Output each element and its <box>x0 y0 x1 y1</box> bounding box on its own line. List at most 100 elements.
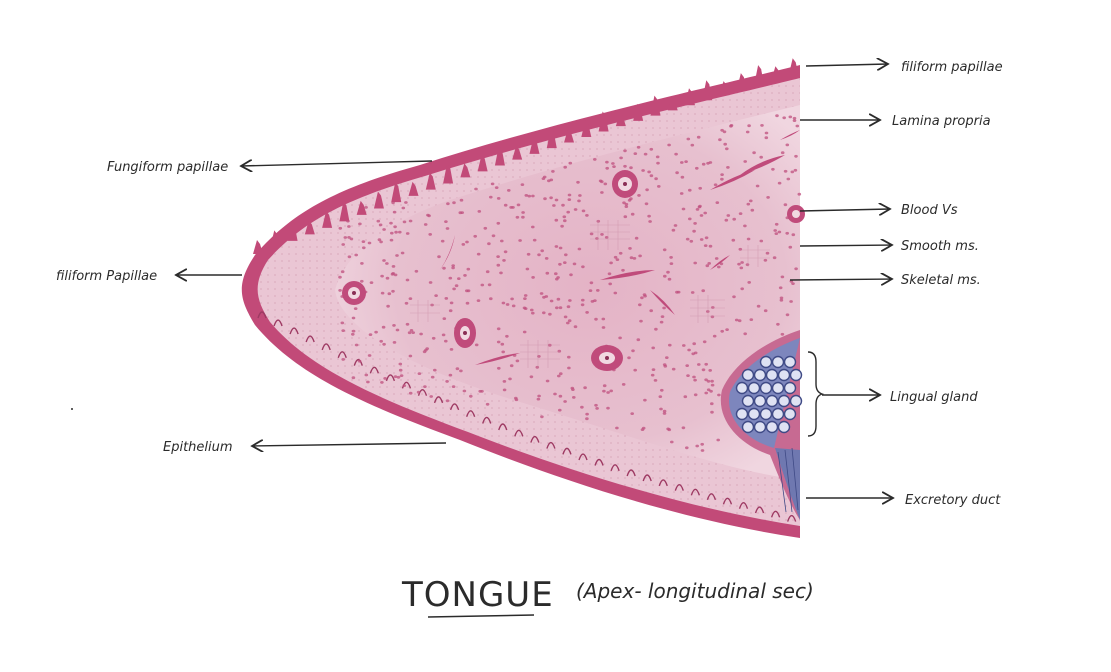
muscle-dot <box>594 317 598 321</box>
muscle-dot <box>396 375 401 379</box>
muscle-dot <box>568 299 572 302</box>
muscle-dot <box>794 154 798 158</box>
muscle-dot <box>745 263 750 266</box>
muscle-dot <box>791 282 795 285</box>
muscle-dot <box>622 201 626 205</box>
gland-acinus <box>765 368 779 382</box>
muscle-dot <box>496 327 501 331</box>
muscle-dot <box>648 220 652 223</box>
muscle-dot <box>749 199 753 203</box>
muscle-dot <box>720 128 724 132</box>
muscle-dot <box>531 194 535 198</box>
muscle-dot <box>595 407 599 410</box>
muscle-dot <box>615 258 620 261</box>
muscle-dot <box>740 287 744 291</box>
muscle-dot <box>400 251 405 255</box>
muscle-dot <box>369 281 374 284</box>
muscle-dot <box>580 405 584 409</box>
muscle-dot <box>340 270 345 274</box>
muscle-dot <box>549 299 554 303</box>
epithelium-fold <box>706 493 717 501</box>
muscle-dot <box>541 177 546 181</box>
muscle-dot <box>793 168 798 172</box>
muscle-dot <box>774 222 779 226</box>
muscle-dot <box>792 119 797 122</box>
muscle-dot <box>778 286 783 290</box>
muscle-dot <box>792 116 797 120</box>
muscle-dot <box>673 224 678 227</box>
epithelium-fold <box>273 319 283 327</box>
muscle-dot <box>489 195 493 199</box>
gland-acinus <box>783 381 797 395</box>
muscle-dot <box>392 324 396 327</box>
muscle-dot <box>669 256 673 259</box>
muscle-dot <box>566 305 571 309</box>
muscle-dot <box>392 210 397 214</box>
muscle-dot <box>382 342 386 346</box>
muscle-dot <box>563 315 568 319</box>
muscle-dot <box>473 234 478 238</box>
muscle-dot <box>720 173 724 177</box>
muscle-dot <box>554 198 559 202</box>
muscle-dot <box>706 379 711 383</box>
muscle-dot <box>702 340 707 344</box>
muscle-dot <box>615 426 619 430</box>
muscle-dot <box>783 169 788 173</box>
muscle-dot <box>659 320 664 324</box>
muscle-dot <box>743 160 747 163</box>
label-filiform-papillae-top: filiform papillae <box>901 60 1003 75</box>
muscle-dot <box>558 394 563 398</box>
muscle-dot <box>734 318 739 322</box>
muscle-dot <box>445 227 450 230</box>
muscle-dot <box>520 183 525 187</box>
muscle-dot <box>428 233 433 236</box>
muscle-dot <box>377 238 382 242</box>
muscle-dot <box>631 349 635 353</box>
muscle-core <box>335 105 800 480</box>
muscle-dot <box>795 124 800 128</box>
muscle-dot <box>581 265 585 269</box>
muscle-dot <box>446 202 450 206</box>
muscle-dot <box>444 220 448 224</box>
muscle-dot <box>675 171 679 175</box>
muscle-dot <box>402 384 407 387</box>
muscle-dot <box>364 373 369 377</box>
muscle-dot <box>593 158 597 161</box>
papilla <box>253 240 263 254</box>
muscle-dot <box>649 147 654 151</box>
muscle-dot <box>543 197 547 201</box>
muscle-dot <box>581 298 585 302</box>
muscle-dot <box>750 208 755 212</box>
page-subtitle: (Apex- longitudinal sec) <box>576 579 814 603</box>
muscle-dot <box>440 239 445 243</box>
muscle-dot <box>362 246 366 250</box>
muscle-dot <box>700 449 705 452</box>
muscle-dot <box>701 162 706 166</box>
muscle-dot <box>573 208 578 211</box>
muscle-dot <box>606 391 610 394</box>
muscle-dot <box>547 179 551 183</box>
muscle-dot <box>722 130 727 134</box>
muscle-dot <box>693 378 697 382</box>
muscle-dot <box>542 311 546 315</box>
muscle-dot <box>340 321 345 325</box>
label-arrows <box>176 64 893 498</box>
muscle-dot <box>442 266 446 270</box>
papilla <box>512 145 523 160</box>
muscle-dot <box>772 256 777 260</box>
muscle-dot <box>755 184 760 188</box>
muscle-dot <box>695 166 699 170</box>
gland-acinus <box>765 394 779 408</box>
muscle-dot <box>558 306 563 310</box>
muscle-dot <box>647 170 651 174</box>
muscle-dot <box>502 388 507 392</box>
muscle-dot <box>405 322 410 326</box>
muscle-dot <box>774 232 779 236</box>
muscle-dot <box>511 206 515 209</box>
papilla <box>788 58 799 76</box>
muscle-dot <box>729 124 733 128</box>
muscle-dot <box>402 220 407 224</box>
muscle-dot <box>559 372 563 376</box>
muscle-dot <box>449 301 454 305</box>
muscle-dot <box>651 368 656 371</box>
